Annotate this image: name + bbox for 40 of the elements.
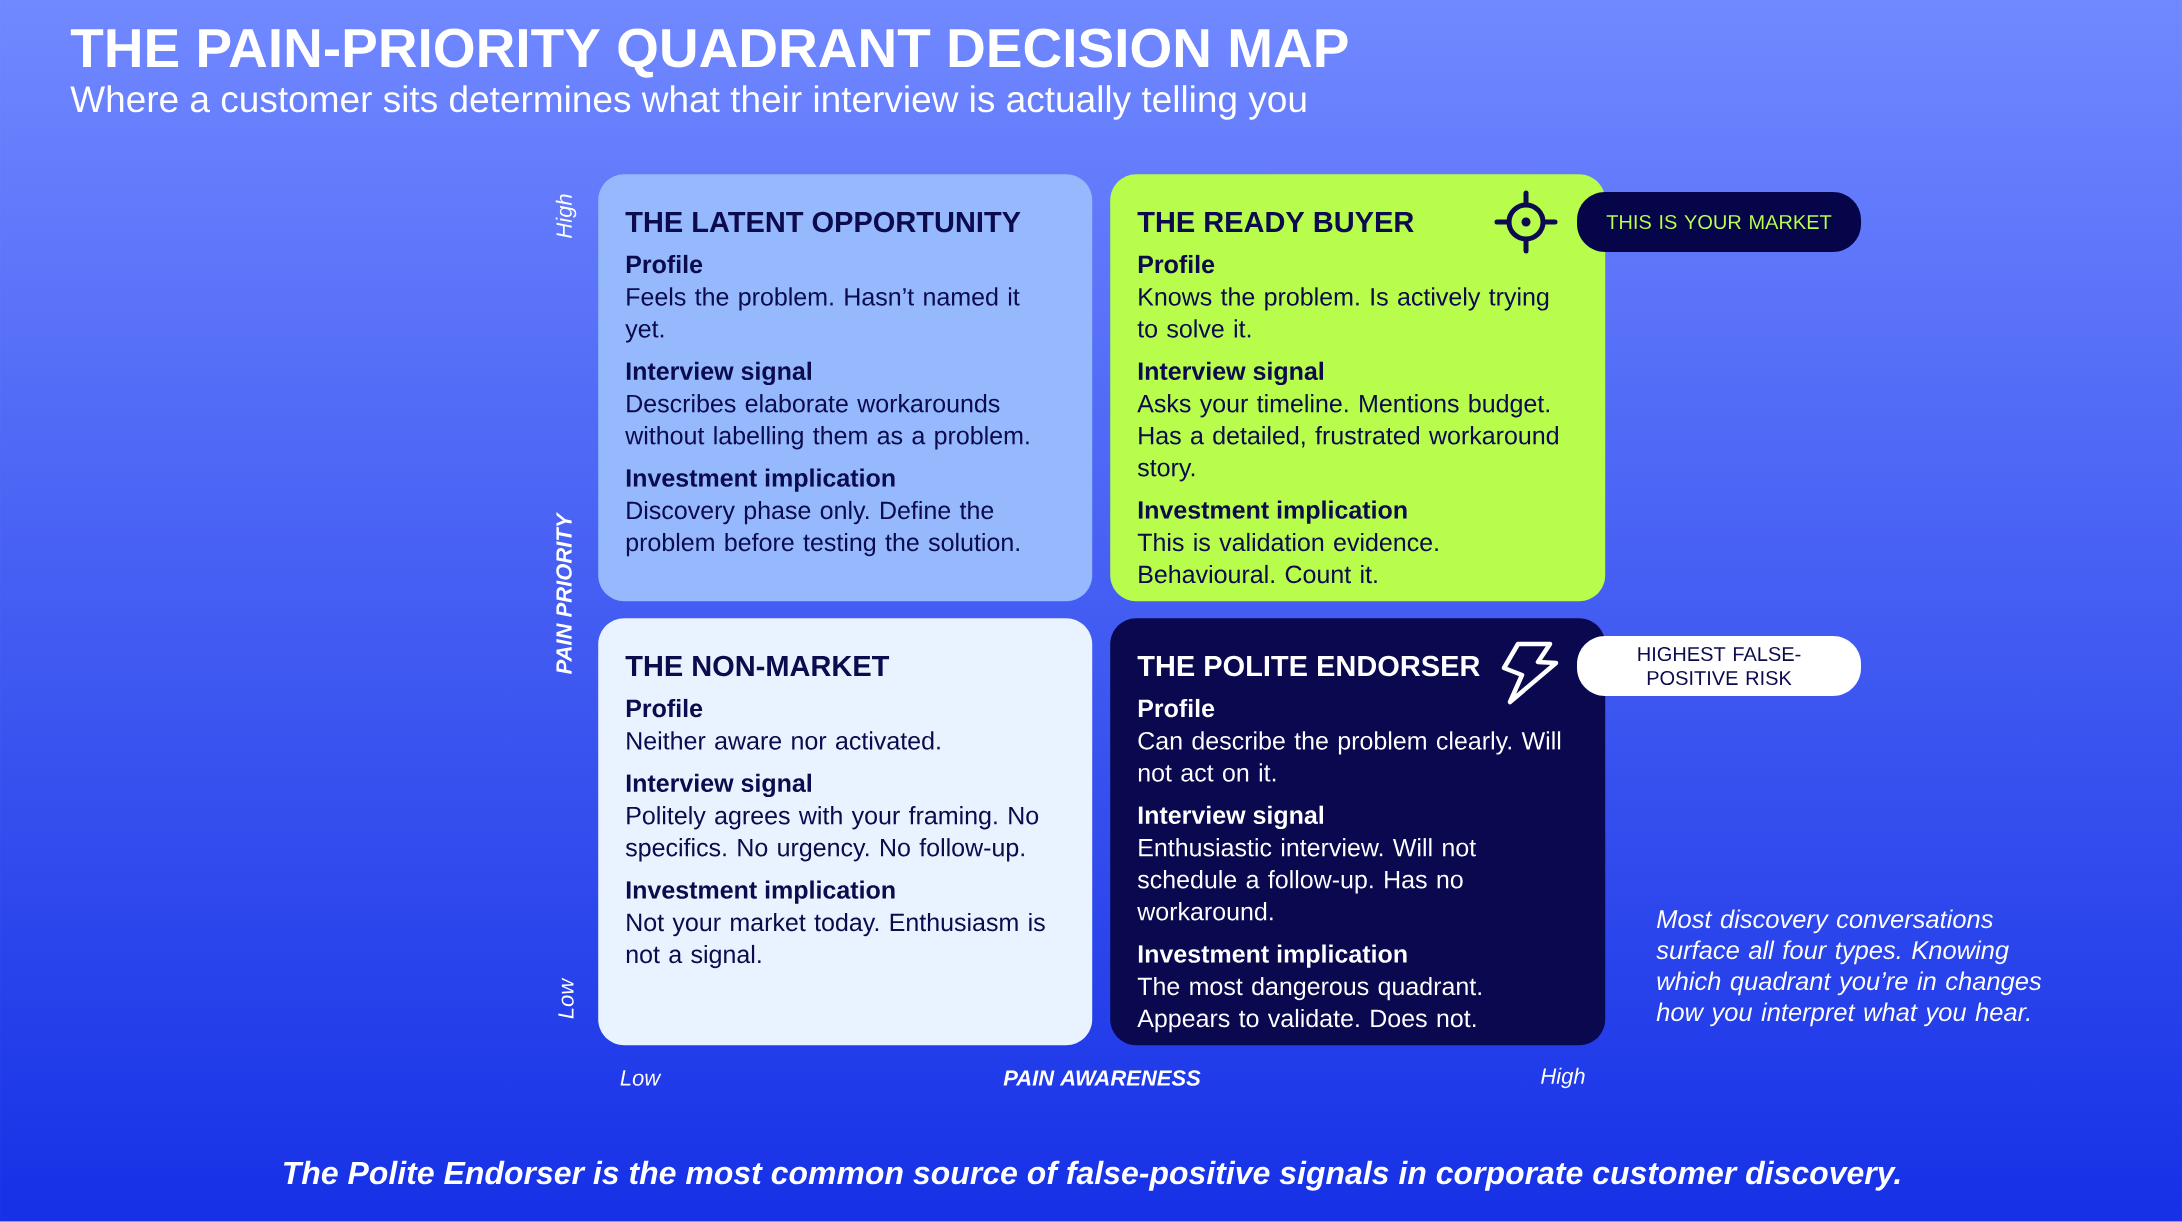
body-text: Not your market today. Enthusiasm is not a signal. (626, 912, 1045, 969)
card-title: THE NON-MARKET (625, 655, 890, 677)
section-heading: Profile (1138, 254, 1215, 274)
section-heading: Interview signal (1138, 361, 1323, 386)
body-text: Describes elaborate workarounds without labelling them as a problem. (625, 394, 1029, 450)
section-heading: Profile (626, 698, 703, 718)
body-text: Enthusiastic interview. Will not schedule a follow-up. Has no workaround. (1137, 838, 1476, 921)
title: THE PAIN-PRIORITY QUADRANT DECISION MAP (70, 28, 1348, 78)
subtitle: Where a customer sits determines what their interview is actually telling you (70, 85, 1306, 120)
body-text: Discovery phase only. Define the problem before testing the solution. (626, 500, 1019, 557)
badge: THIS IS YOUR MARKET (1577, 192, 1861, 252)
body-text: This is validation evidence. Behavioural. Count it. (1137, 532, 1438, 584)
section-heading: Interview signal (626, 773, 811, 798)
side-note: Most discovery conversations surface all four types. Knowing which quadrant you’re in changes how you interpret what you hear. (1656, 909, 2042, 1027)
body-text: Feels the problem. Hasn’t named it yet. (625, 287, 1020, 343)
axis-title: PAIN PRIORITY (556, 511, 572, 675)
section-heading: Interview signal (626, 361, 811, 386)
body-text: Asks your timeline. Mentions budget. Has a detailed, frustrated workaround story. (1137, 394, 1558, 482)
axis-tick-label: Low (620, 1070, 662, 1086)
section-heading: Investment implication (626, 468, 895, 492)
body-text: The most dangerous quadrant. Appears to validate. Does not. (1137, 976, 1481, 1033)
axis-title: PAIN AWARENESS (1003, 1070, 1201, 1086)
body-text: Neither aware nor activated. (627, 731, 940, 750)
section-heading: Profile (626, 254, 703, 274)
axis-tick-label: Low (558, 977, 574, 1019)
caption: The Polite Endorser is the most common source of false-positive signals in corporate customer discovery. (284, 1160, 1900, 1191)
body-text: Knows the problem. Is actively trying to solve it. (1137, 287, 1549, 338)
axis-tick-label: High (1541, 1067, 1585, 1089)
section-heading: Investment implication (1138, 500, 1407, 524)
section-heading: Profile (1138, 698, 1215, 718)
card-title: THE POLITE ENDORSER (1137, 655, 1480, 677)
badge: HIGHEST FALSE-POSITIVE RISK (1577, 636, 1861, 696)
body-text: Politely agrees with your framing. No specifics. No urgency. No follow-up. (625, 806, 1039, 862)
axis-tick-label: High (555, 194, 577, 238)
section-heading: Investment implication (626, 880, 895, 904)
card-title: THE LATENT OPPORTUNITY (625, 211, 1021, 233)
section-heading: Interview signal (1138, 805, 1323, 830)
body-text: Can describe the problem clearly. Will not act on it. (1138, 731, 1561, 782)
card-title: THE READY BUYER (1137, 212, 1414, 233)
section-heading: Investment implication (1138, 944, 1407, 968)
